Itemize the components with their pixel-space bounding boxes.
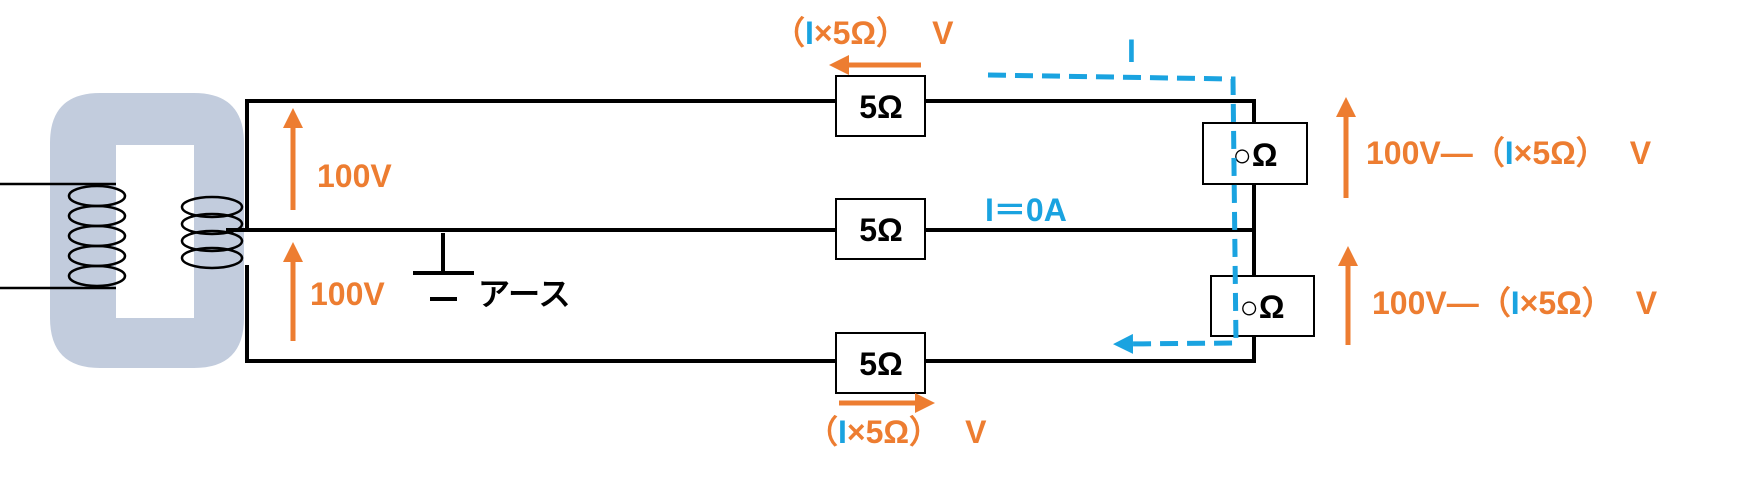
primary-coil — [67, 184, 127, 288]
ground-label: アース — [478, 276, 570, 312]
bottom-wire — [245, 265, 1254, 363]
loop-current-label: I — [1127, 33, 1136, 69]
resistor-middle-label: 5Ω — [859, 212, 902, 248]
resistor-top-label: 5Ω — [859, 89, 902, 125]
transformer-core — [50, 93, 244, 368]
resistor-load-lower-label: ○Ω — [1240, 289, 1285, 325]
top-drop-open: （ — [773, 15, 805, 51]
top-drop-rest: ×5Ω） — [814, 15, 908, 51]
bottom-drop-unit: V — [965, 414, 987, 450]
neutral-current-label: I＝0A — [985, 192, 1067, 228]
load-upper-rest: ×5Ω） — [1514, 135, 1608, 171]
bottom-drop-current: I — [838, 414, 847, 450]
lower-source-voltage-label: 100V — [310, 276, 385, 312]
resistor-top — [835, 75, 926, 137]
resistors — [835, 75, 1315, 394]
wires — [226, 99, 1256, 363]
load-upper-unit: V — [1630, 135, 1652, 171]
top-drop-label: （I×5Ω） V — [773, 15, 954, 51]
resistor-load-upper-label: ○Ω — [1233, 137, 1278, 173]
load-lower-unit: V — [1636, 285, 1658, 321]
load-lower-prefix: 100V―（ — [1372, 285, 1511, 321]
resistor-middle — [835, 198, 926, 260]
resistor-load-upper — [1202, 122, 1308, 185]
load-upper-voltage-label: 100V―（I×5Ω） V — [1366, 135, 1652, 171]
resistor-bottom — [835, 332, 926, 394]
load-lower-current: I — [1511, 285, 1520, 321]
load-lower-rest: ×5Ω） — [1520, 285, 1614, 321]
load-lower-voltage-label: 100V―（I×5Ω） V — [1372, 285, 1658, 321]
secondary-coil — [180, 195, 244, 270]
bottom-drop-open: （ — [806, 414, 838, 450]
upper-source-voltage-label: 100V — [317, 158, 392, 194]
load-upper-prefix: 100V―（ — [1366, 135, 1505, 171]
bottom-drop-label: （I×5Ω） V — [806, 414, 987, 450]
load-upper-current: I — [1505, 135, 1514, 171]
current-loop-path — [987, 72, 1239, 354]
resistor-bottom-label: 5Ω — [859, 346, 902, 382]
top-drop-unit: V — [932, 15, 954, 51]
resistor-load-lower — [1210, 275, 1315, 337]
transformer — [0, 93, 244, 368]
bottom-drop-rest: ×5Ω） — [847, 414, 941, 450]
voltage-arrows — [283, 55, 1358, 413]
top-drop-current: I — [805, 15, 814, 51]
